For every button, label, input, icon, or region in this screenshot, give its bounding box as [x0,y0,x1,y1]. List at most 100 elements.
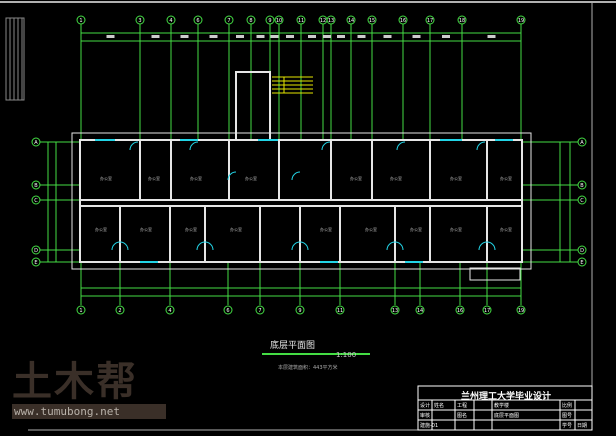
axis-top-label: 7 [227,18,230,24]
dimension-text [286,35,294,38]
title-block-title: 兰州理工大学毕业设计 [460,392,551,402]
axis-right-bubble [577,245,587,255]
door-swing [478,241,496,251]
room-label: 办公室 [320,227,332,232]
room-label: 办公室 [140,227,152,232]
axis-right-bubble [577,195,587,205]
dimension-text [487,35,496,38]
axis-right-label: E [580,260,583,266]
axis-bottom-bubble [76,305,86,315]
axis-bottom-bubble [255,305,265,315]
axis-top-label: 9 [268,18,271,24]
axis-top-bubble [367,15,377,25]
room-label: 办公室 [500,227,512,232]
dimension-text [106,35,115,38]
axis-top-bubble [425,15,435,25]
watermark-text: 土木帮 [12,359,138,405]
axis-right-label: A [580,140,584,146]
room-label: 办公室 [100,176,112,181]
title-block-cell: 图名 [457,413,468,419]
room-label: 办公室 [390,176,402,181]
axis-bottom-bubble [516,305,526,315]
axis-bottom-label: 9 [298,308,301,314]
axis-top-label: 14 [348,18,354,24]
axis-top-label: 3 [138,18,141,24]
door-swing [129,141,139,151]
door-swing [386,241,404,251]
axis-right-label: B [580,183,584,189]
axis-top-label: 13 [328,18,334,24]
axis-top-label: 8 [249,18,252,24]
room-label: 办公室 [185,227,197,232]
room-label: 办公室 [450,176,462,181]
axis-bottom-bubble [223,305,233,315]
axis-bottom-bubble [455,305,465,315]
title-block-cell: 审核 [420,413,431,419]
axis-top-bubble [326,15,336,25]
dimension-text [180,35,189,38]
axis-bottom-bubble [295,305,305,315]
dimension-text [442,35,450,38]
door-swing [476,141,486,151]
room-label: 办公室 [95,227,107,232]
room-label: 办公室 [450,227,462,232]
axis-top-label: 4 [169,18,172,24]
axis-top-bubble [193,15,203,25]
axis-bottom-bubble [482,305,492,315]
axis-top-label: 15 [369,18,375,24]
room-label: 办公室 [190,176,202,181]
title-block-cell: 教学楼 [494,403,510,409]
dimension-text [383,35,392,38]
axis-top-bubble [346,15,356,25]
title-block-cell: 工程 [457,403,468,409]
area-note: 本层建筑面积：443平方米 [278,365,338,371]
watermark-logo: 土木帮 www.tumubong.net [12,359,166,419]
axis-top-label: 11 [298,18,304,24]
axis-top-bubble [398,15,408,25]
title-block-cell: 姓名 [434,403,445,409]
title-block-cell: 学号 [562,423,573,429]
axis-bottom-bubble [390,305,400,315]
axis-top-label: 18 [459,18,465,24]
title-block-cell: 设计 [420,403,431,409]
dimension-text [236,35,244,38]
room-label: 办公室 [350,176,362,181]
title-block-cell: 比例 [562,403,573,409]
axis-top-label: 19 [518,18,524,24]
binding-strip [5,17,25,101]
door-swing [291,241,309,251]
door-swing [227,171,237,181]
room-label: 办公室 [410,227,422,232]
axis-bottom-bubble [165,305,175,315]
axis-top-bubble [166,15,176,25]
axis-bottom-bubble [335,305,345,315]
axis-right-bubble [577,257,587,267]
entrance-steps [469,267,521,281]
title-block-cell: 底层平面图 [494,413,520,419]
axis-bottom-bubble [115,305,125,315]
dimension-text [151,35,160,38]
axis-left-bubble [31,245,41,255]
axis-bottom-label: 19 [518,308,524,314]
axis-right-bubble [577,180,587,190]
dimension-text [357,35,366,38]
axis-bottom-label: 6 [226,308,229,314]
building-outline [71,132,532,270]
room-label: 办公室 [245,176,257,181]
axis-top-label: 6 [196,18,199,24]
plan-title: 底层平面图 [270,341,316,351]
axis-top-label: 10 [276,18,282,24]
door-swing [196,241,214,251]
title-block-cell: 日期 [577,423,588,429]
axis-left-label: B [34,183,38,189]
axis-top-bubble [516,15,526,25]
axis-left-bubble [31,257,41,267]
axis-top-bubble [457,15,467,25]
axis-bottom-label: 7 [258,308,261,314]
axis-left-bubble [31,180,41,190]
axis-top-bubble [265,15,275,25]
axis-left-label: E [34,260,37,266]
axis-bottom-label: 2 [118,308,121,314]
